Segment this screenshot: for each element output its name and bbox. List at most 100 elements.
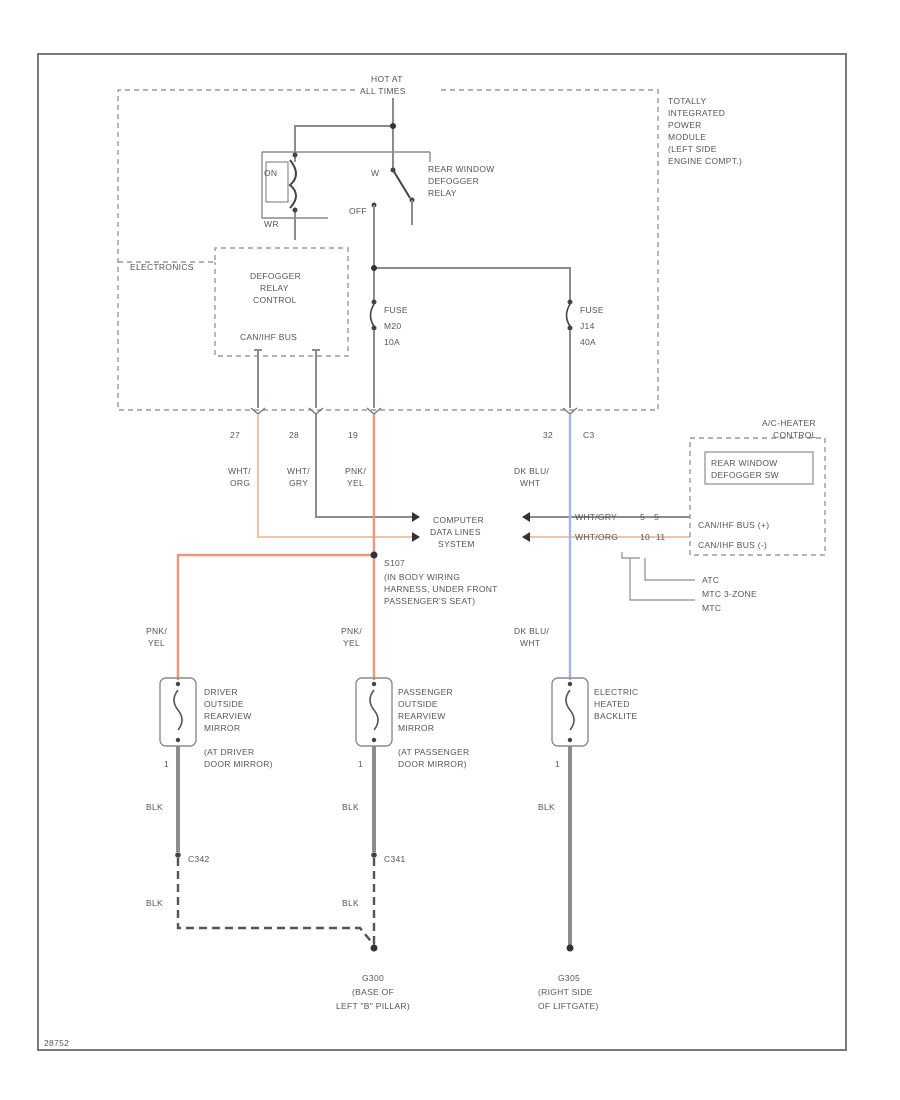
svg-text:PASSENGER: PASSENGER [398,687,453,697]
svg-text:19: 19 [348,430,358,440]
svg-text:YEL: YEL [347,478,364,488]
tipm-label: TOTALLY INTEGRATED POWER MODULE (LEFT SI… [668,96,742,166]
svg-text:1: 1 [164,759,169,769]
diagram-id: 28752 [44,1038,69,1048]
ac-variant-bracket [621,552,695,601]
heated-backlite: ELECTRIC HEATED BACKLITE 1 [551,677,638,769]
ground-g305-icon [566,944,574,952]
svg-text:(BASE OF: (BASE OF [352,987,394,997]
svg-text:DEFOGGER: DEFOGGER [428,176,479,186]
svg-text:MTC: MTC [702,603,721,613]
battery-feed-wire [294,98,394,168]
svg-text:ELECTRIC: ELECTRIC [594,687,638,697]
diagram-frame [37,53,847,1051]
svg-text:PASSENGER'S SEAT): PASSENGER'S SEAT) [384,596,475,606]
svg-text:DK BLU/: DK BLU/ [514,466,550,476]
heater-element-icon [565,689,575,731]
svg-text:40A: 40A [580,337,596,347]
svg-text:1: 1 [358,759,363,769]
arrow-left-top [412,512,420,522]
svg-text:HEATED: HEATED [594,699,630,709]
svg-text:RELAY: RELAY [260,283,289,293]
tipm-connector-pins: 27 28 19 32 C3 [230,407,594,440]
svg-text:WHT: WHT [520,478,540,488]
svg-text:PNK/: PNK/ [341,626,362,636]
svg-text:REARVIEW: REARVIEW [398,711,446,721]
svg-text:POWER: POWER [668,120,702,130]
feed-splice-dot [390,123,396,129]
svg-text:DOOR MIRROR): DOOR MIRROR) [398,759,467,769]
relay-coil-icon [288,159,297,209]
can-bus-label: CAN/IHF BUS [240,332,297,342]
svg-text:RELAY: RELAY [428,188,457,198]
svg-text:(AT DRIVER: (AT DRIVER [204,747,254,757]
svg-text:COMPUTER: COMPUTER [433,515,484,525]
svg-text:LEFT "B" PILLAR): LEFT "B" PILLAR) [336,1001,410,1011]
wire-color-labels-top: WHT/ ORG WHT/ GRY PNK/ YEL DK BLU/ WHT [228,466,550,488]
svg-text:PNK/: PNK/ [345,466,366,476]
svg-text:CONTROL: CONTROL [773,430,817,440]
computer-data-lines-label: COMPUTER DATA LINES SYSTEM [430,515,484,549]
wht-org-inline-label: WHT/ORG [575,532,618,542]
passenger-mirror-heater: PASSENGER OUTSIDE REARVIEW MIRROR (AT PA… [355,677,469,769]
electronics-dashed-box [118,247,349,357]
svg-text:S107: S107 [384,558,405,568]
svg-text:DK BLU/: DK BLU/ [514,626,550,636]
svg-text:OUTSIDE: OUTSIDE [398,699,438,709]
svg-text:YEL: YEL [343,638,360,648]
relay-output-wire [373,205,571,300]
relay-label: REAR WINDOW DEFOGGER RELAY [428,164,494,198]
arrow-right-top [522,512,530,522]
svg-text:REAR WINDOW: REAR WINDOW [711,458,778,468]
svg-text:FUSE: FUSE [580,305,604,315]
svg-text:HARNESS, UNDER FRONT: HARNESS, UNDER FRONT [384,584,498,594]
ground-g300-icon [370,944,378,952]
svg-text:(RIGHT SIDE: (RIGHT SIDE [538,987,593,997]
svg-text:BLK: BLK [146,898,163,908]
can-bus-l-label: CAN/IHF BUS (-) [698,540,767,550]
driver-mirror-heater: DRIVER OUTSIDE REARVIEW MIRROR (AT DRIVE… [159,677,273,769]
relay-switch-icon [392,169,411,199]
ground-g300-label: G300 (BASE OF LEFT "B" PILLAR) [336,973,410,1011]
svg-text:27: 27 [230,430,240,440]
fuse-m20: FUSE M20 10A [369,299,408,408]
ac-heater-dashed-box [689,437,826,556]
ac-heater-label: A/C-HEATER CONTROL [762,418,817,440]
svg-text:YEL: YEL [148,638,165,648]
power-label-1: HOT AT [371,74,403,84]
svg-text:5: 5 [654,512,659,522]
svg-text:PNK/: PNK/ [146,626,167,636]
fuse-j14: FUSE J14 40A [565,299,604,408]
svg-text:A/C-HEATER: A/C-HEATER [762,418,816,428]
svg-text:(IN BODY WIRING: (IN BODY WIRING [384,572,460,582]
defogger-switch-box [704,451,814,485]
wht-org-data-wire [257,414,412,538]
svg-text:32: 32 [543,430,553,440]
svg-text:BLK: BLK [342,802,359,812]
svg-text:WHT: WHT [520,638,540,648]
svg-text:(AT PASSENGER: (AT PASSENGER [398,747,469,757]
svg-text:ATC: ATC [702,575,719,585]
svg-text:MTC 3-ZONE: MTC 3-ZONE [702,589,757,599]
svg-text:CONTROL: CONTROL [253,295,297,305]
heater-element-icon [369,689,379,731]
svg-text:ENGINE COMPT.): ENGINE COMPT.) [668,156,742,166]
svg-text:OF LIFTGATE): OF LIFTGATE) [538,1001,599,1011]
svg-text:WHT/: WHT/ [287,466,310,476]
power-label-2: ALL TIMES [360,86,406,96]
can-bus-h-label: CAN/IHF BUS (+) [698,520,769,530]
arrow-right-bottom [522,532,530,542]
svg-text:W: W [371,168,379,178]
svg-text:MIRROR: MIRROR [204,723,240,733]
svg-text:10A: 10A [384,337,400,347]
defogger-relay: ON WR W OFF [261,150,431,240]
wht-gry-data-wire [315,414,412,518]
svg-text:BACKLITE: BACKLITE [594,711,638,721]
electronics-label: ELECTRONICS [130,262,194,272]
svg-text:DOOR MIRROR): DOOR MIRROR) [204,759,273,769]
svg-text:SYSTEM: SYSTEM [438,539,475,549]
svg-text:DATA LINES: DATA LINES [430,527,481,537]
svg-text:5: 5 [640,512,645,522]
svg-text:BLK: BLK [146,802,163,812]
